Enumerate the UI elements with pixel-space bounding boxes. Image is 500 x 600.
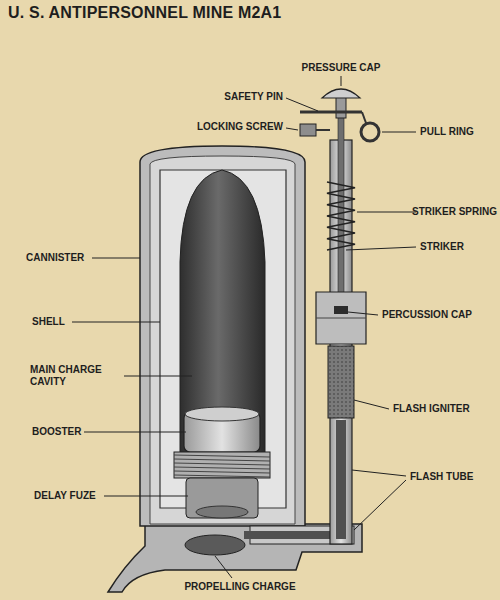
- fuze-plug: [196, 506, 248, 518]
- screw-threads: [174, 455, 270, 477]
- part-label: LOCKING SCREW: [197, 121, 283, 133]
- leader-line: [286, 98, 318, 111]
- locking-screw: [300, 124, 316, 136]
- flash-igniter: [328, 346, 354, 418]
- part-label: FLASH IGNITER: [393, 403, 470, 415]
- part-label: STRIKER: [420, 241, 464, 253]
- main-charge-cavity: [180, 170, 265, 470]
- thread-line: [174, 463, 270, 465]
- leader-line: [104, 496, 188, 497]
- leader-line: [84, 432, 186, 433]
- leader-line: [357, 212, 416, 213]
- leader-line: [346, 247, 416, 250]
- part-label: SHELL: [32, 316, 65, 328]
- canister-inner-wall: [150, 156, 295, 524]
- part-label: PROPELLING CHARGE: [184, 581, 295, 593]
- part-label: PRESSURE CAP: [302, 62, 381, 74]
- base-housing: [108, 524, 362, 592]
- thread-line: [174, 459, 270, 461]
- cap-fitting: [316, 292, 366, 344]
- part-label: MAIN CHARGE CAVITY: [30, 364, 116, 388]
- booster-top: [185, 407, 259, 421]
- pull-ring: [361, 123, 379, 141]
- safety-pin: [300, 111, 362, 114]
- ring-link: [362, 112, 366, 123]
- part-label: SAFETY PIN: [224, 91, 283, 103]
- thread-line: [174, 471, 270, 473]
- flash-tube-channel: [336, 420, 346, 539]
- leader-line: [341, 76, 342, 86]
- leader-line: [72, 322, 160, 323]
- thread-line: [174, 475, 270, 477]
- leader-line: [382, 132, 416, 133]
- part-label: PERCUSSION CAP: [382, 309, 472, 321]
- spring-coil: [327, 182, 355, 250]
- leader-line: [354, 400, 389, 409]
- thread-line: [174, 455, 270, 457]
- thread-line: [174, 467, 270, 469]
- leader-line: [215, 556, 232, 578]
- propelling-charge: [185, 535, 245, 555]
- part-label: FLASH TUBE: [410, 471, 473, 483]
- percussion-cap: [334, 306, 348, 314]
- leader-line: [286, 128, 298, 130]
- part-label: CANNISTER: [26, 252, 84, 264]
- canister-body: [140, 146, 305, 526]
- leader-line: [124, 376, 192, 377]
- part-label: STRIKER SPRING: [412, 206, 497, 218]
- striker: [338, 116, 344, 294]
- shell-wall: [160, 170, 286, 508]
- fitting-joint: [316, 318, 366, 319]
- delay-fuze: [186, 478, 258, 518]
- striker-spring: [327, 182, 355, 250]
- leader-line: [348, 312, 378, 315]
- screw-shank: [316, 129, 330, 131]
- leader-line: [92, 258, 140, 259]
- leader-line: [352, 470, 406, 476]
- leader-lines: [72, 76, 416, 578]
- cap-stem: [336, 96, 346, 118]
- thread-block: [174, 452, 270, 478]
- title: U. S. ANTIPERSONNEL MINE M2A1: [8, 4, 281, 22]
- leader-line: [354, 480, 406, 530]
- part-label: DELAY FUZE: [34, 490, 96, 502]
- part-label: PULL RING: [420, 126, 474, 138]
- part-label: BOOSTER: [32, 426, 81, 438]
- pressure-cap: [322, 89, 360, 98]
